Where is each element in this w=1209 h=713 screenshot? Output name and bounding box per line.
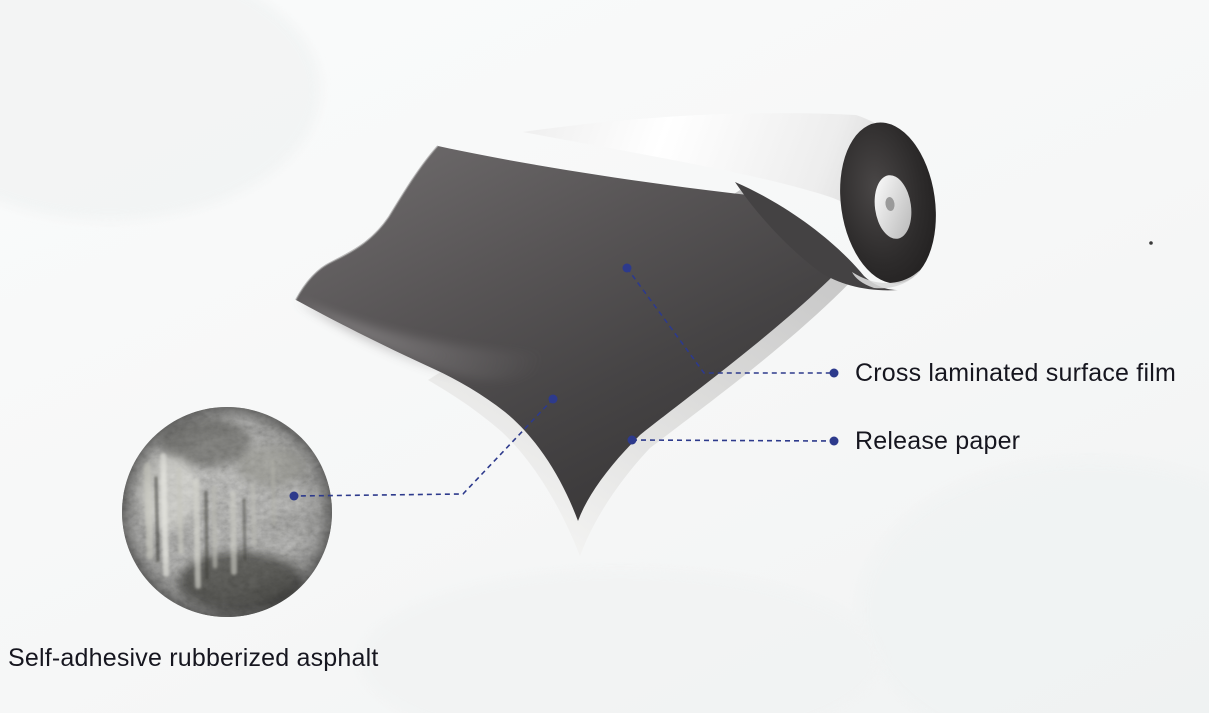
roll-bottom-paper-sliver bbox=[852, 270, 920, 289]
label-release-paper: Release paper bbox=[855, 427, 1021, 455]
label-self-adhesive-rubberized-asphalt: Self-adhesive rubberized asphalt bbox=[8, 644, 379, 672]
stray-dot bbox=[1149, 241, 1153, 245]
membrane-edge-highlight bbox=[295, 145, 439, 301]
cross-laminated-surface-film-sheet bbox=[296, 146, 841, 521]
callout-dot-adhesive-asphalt-target bbox=[548, 394, 558, 404]
callout-dot-surface-film-label bbox=[829, 368, 839, 378]
callout-line-adhesive-asphalt bbox=[293, 398, 554, 497]
roll-wrap-film bbox=[523, 113, 933, 270]
callout-dot-release-paper-label bbox=[829, 436, 839, 446]
callout-dot-surface-film-target bbox=[622, 263, 632, 273]
callout-dot-adhesive-asphalt-inset bbox=[289, 491, 299, 501]
label-cross-laminated-surface-film: Cross laminated surface film bbox=[855, 359, 1176, 387]
roll-underside bbox=[735, 182, 898, 291]
callout-line-surface-film bbox=[626, 267, 830, 374]
asphalt-texture-inset bbox=[122, 407, 332, 617]
membrane-roll bbox=[840, 122, 936, 289]
roll-core-hole bbox=[885, 197, 895, 211]
callout-line-release-paper bbox=[631, 439, 831, 442]
membrane-fold-highlight bbox=[296, 300, 582, 381]
callout-dot-release-paper-target bbox=[627, 435, 637, 445]
